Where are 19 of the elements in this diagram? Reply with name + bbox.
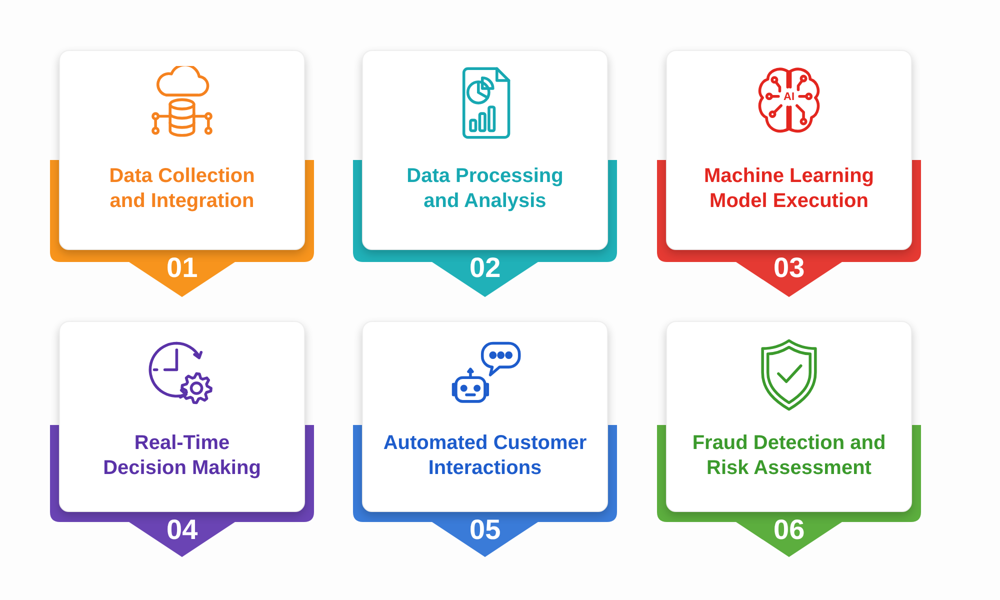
step-number: 04 bbox=[166, 515, 198, 545]
step-title: Real-Time Decision Making bbox=[102, 431, 262, 481]
step-title: Data Collection and Integration bbox=[108, 164, 256, 214]
step-number: 02 bbox=[470, 253, 501, 283]
step-title: Data Processing and Analysis bbox=[406, 164, 564, 214]
step-number: 03 bbox=[774, 253, 805, 283]
step-card bbox=[657, 321, 921, 557]
step-title: Fraud Detection and Risk Assessment bbox=[691, 431, 887, 481]
step-number: 05 bbox=[470, 515, 501, 545]
step-number: 01 bbox=[166, 253, 198, 283]
step-number: 06 bbox=[774, 515, 805, 545]
step-card bbox=[50, 321, 314, 557]
step-title: Machine Learning Model Execution bbox=[702, 164, 876, 214]
step-card bbox=[353, 321, 617, 557]
step-card bbox=[657, 50, 921, 297]
step-card bbox=[353, 50, 617, 297]
icon-text: AI bbox=[784, 91, 794, 104]
step-card bbox=[50, 50, 314, 297]
step-title: Automated Customer Interactions bbox=[382, 431, 588, 481]
